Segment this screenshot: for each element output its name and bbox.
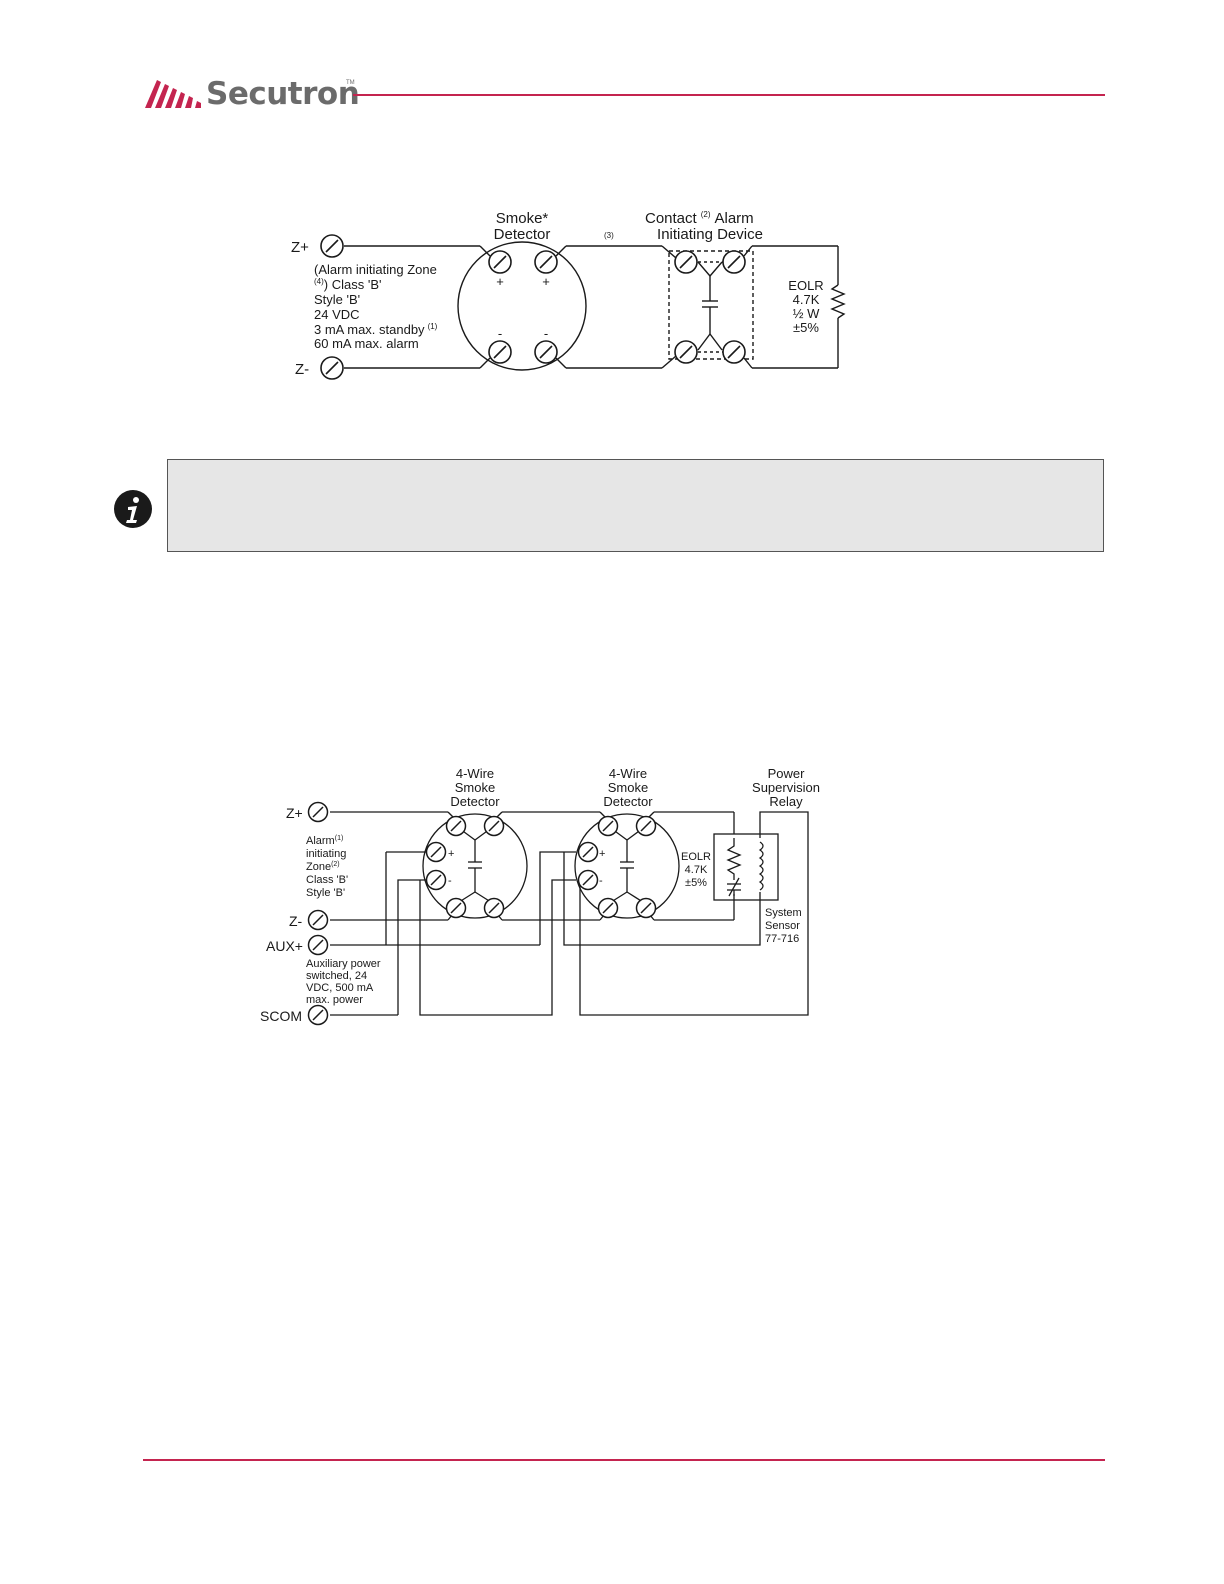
eolr-watt: ½ W	[793, 306, 820, 321]
eolr-tolerance: ±5%	[793, 320, 819, 335]
note-box	[167, 459, 1104, 552]
zone-note-3: Zone(2)	[306, 861, 340, 873]
label-zminus: Z-	[295, 361, 309, 378]
zone-note-1: Alarm(1)	[306, 835, 343, 847]
eolr-value: 4.7K	[793, 292, 820, 307]
page-header: Secutron TM	[143, 72, 1105, 122]
brand-name: Secutron	[206, 76, 360, 112]
resistor-icon	[726, 838, 742, 880]
label-zplus: Z+	[286, 805, 303, 821]
relay-title-2: Supervision	[752, 780, 820, 795]
aux-note-1: Auxiliary power	[306, 958, 381, 970]
polarity-minus: -	[448, 875, 452, 887]
polarity-plus: +	[542, 274, 550, 289]
info-icon	[114, 490, 152, 528]
smoke-detector-title: Smoke*	[496, 210, 549, 227]
screw-terminal-icon	[445, 897, 467, 919]
polarity-plus: +	[496, 274, 504, 289]
detector-2-title-2: Smoke	[608, 780, 648, 795]
eolr-value: 4.7K	[685, 864, 708, 876]
aux-note-3: VDC, 500 mA	[306, 982, 374, 994]
label-scom: SCOM	[260, 1008, 302, 1024]
aux-note-2: switched, 24	[306, 970, 367, 982]
screw-terminal-icon	[597, 897, 619, 919]
polarity-plus: +	[599, 848, 605, 860]
relay-title-3: Relay	[769, 794, 803, 809]
zone-note-2: initiating	[306, 848, 346, 860]
detector-1-title: 4-Wire	[456, 766, 494, 781]
screw-terminal-icon	[425, 869, 447, 891]
smoke-detector-2-body	[574, 813, 680, 919]
screw-terminal-icon	[483, 815, 505, 837]
smoke-detector-1-body	[422, 813, 528, 919]
eolr-tolerance: ±5%	[685, 877, 707, 889]
detector-2-title: 4-Wire	[609, 766, 647, 781]
detector-2-title-3: Detector	[603, 794, 653, 809]
secutron-logo-icon	[145, 80, 201, 108]
screw-terminal-icon	[483, 897, 505, 919]
smoke-detector-title-2: Detector	[494, 226, 551, 243]
header-rule	[353, 94, 1105, 96]
detector-1-title-2: Smoke	[455, 780, 495, 795]
zone-note-1: (Alarm initiating Zone	[314, 262, 437, 277]
polarity-plus: +	[448, 848, 454, 860]
label-auxplus: AUX+	[266, 938, 303, 954]
screw-terminal-icon	[577, 869, 599, 891]
screw-terminal-icon	[635, 897, 657, 919]
screw-terminal-icon	[425, 841, 447, 863]
screw-terminal-icon	[577, 841, 599, 863]
zone-note-4: Class 'B'	[306, 874, 348, 886]
brand-trademark: TM	[346, 80, 355, 86]
footer-rule	[143, 1459, 1105, 1461]
terminal-zminus-icon	[307, 909, 329, 931]
screw-terminal-icon	[445, 815, 467, 837]
sensor-note-2: Sensor	[765, 920, 800, 932]
contact-title-2: Initiating Device	[657, 226, 763, 243]
zone-note-4: 24 VDC	[314, 307, 360, 322]
eolr-label: EOLR	[681, 851, 711, 863]
polarity-minus: -	[498, 326, 502, 341]
eolr-label: EOLR	[788, 278, 823, 293]
polarity-minus: -	[599, 875, 603, 887]
smoke-detector-body	[457, 241, 587, 371]
zone-note-2: (4)) Class 'B'	[314, 277, 381, 292]
zone-note-6: 60 mA max. alarm	[314, 336, 419, 351]
relay-coil-icon	[758, 841, 764, 891]
zone-note-3: Style 'B'	[314, 292, 360, 307]
terminal-auxplus-icon	[307, 934, 329, 956]
relay-title: Power	[768, 766, 806, 781]
ref-3: (3)	[604, 231, 614, 240]
label-zplus: Z+	[291, 239, 309, 256]
zone-note-5: Style 'B'	[306, 887, 345, 899]
wiring-diagram-2wire: Z+ Z- Smoke* Detector (3) Contact(2)Alar…	[291, 210, 846, 380]
terminal-scom-icon	[307, 1004, 329, 1026]
detector-1-title-3: Detector	[450, 794, 500, 809]
zone-note-5: 3 mA max. standby(1)	[314, 322, 438, 337]
polarity-minus: -	[544, 326, 548, 341]
resistor-icon	[830, 284, 846, 319]
aux-note-4: max. power	[306, 994, 363, 1006]
screw-terminal-icon	[597, 815, 619, 837]
terminal-zplus-icon	[307, 801, 329, 823]
screw-terminal-icon	[635, 815, 657, 837]
label-zminus: Z-	[289, 913, 303, 929]
sensor-note-1: System	[765, 907, 802, 919]
contact-title: Contact(2)Alarm	[645, 210, 754, 227]
sensor-note-3: 77-716	[765, 933, 799, 945]
